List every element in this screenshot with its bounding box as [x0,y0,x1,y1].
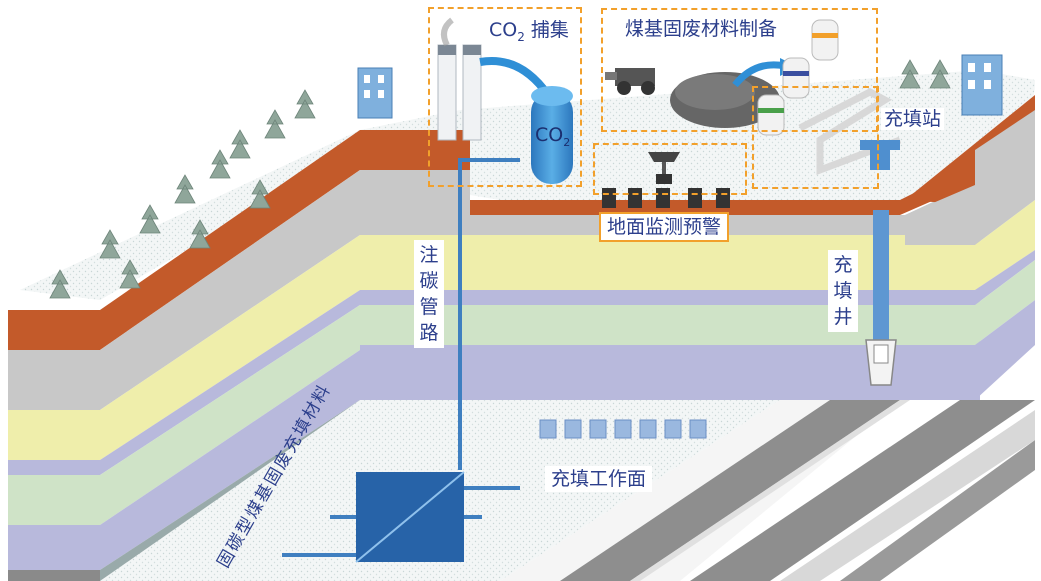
left-strata-side [100,130,360,581]
filling-shaft-label: 充填井 [828,250,858,332]
ground-monitoring-label: 地面监测预警 [599,212,730,242]
co2-capture-box [428,7,582,187]
filling-station-box [752,86,879,189]
back-strata [360,130,980,400]
right-strata [905,95,1035,400]
co2-capture-label: CO2 捕集 [486,19,572,48]
filling-face-label: 充填工作面 [545,466,653,492]
slurry-pipeline [798,88,902,176]
material-prep-box [601,8,878,132]
silos [757,19,839,136]
building-left [357,67,393,119]
roadway-3 [840,440,1035,581]
filling-station-label: 充填站 [881,108,945,130]
hydraulic-supports [539,419,707,439]
building-right [961,54,1003,116]
injection-pipe-label: 注碳管路 [414,240,444,348]
filling-shaft [873,210,889,340]
material-prep-label: 煤基固废材料制备 [622,18,781,40]
tank-co2-label: CO2 [535,124,571,149]
trees [49,59,951,299]
loader [605,68,655,95]
monitoring-box [593,143,747,195]
left-strata-front [8,310,100,581]
roadway-2 [690,400,1035,581]
roadway-1 [560,400,900,581]
chimneys [437,17,482,141]
co2-tank [531,86,573,184]
filling-station-unit [860,140,900,170]
